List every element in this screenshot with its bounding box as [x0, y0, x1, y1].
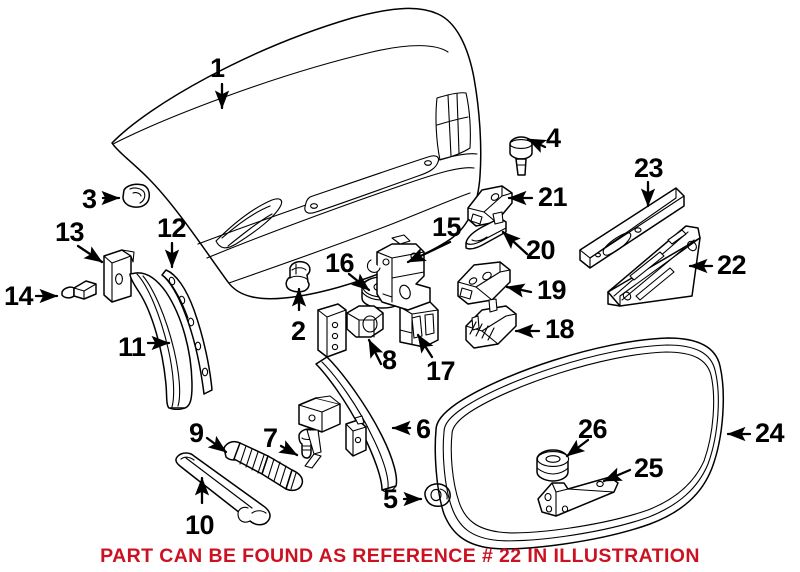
part-torsion-spring [223, 440, 304, 492]
leader-lines [34, 82, 752, 507]
callout-3: 3 [82, 184, 97, 214]
part-license-plate-trim-strip [579, 187, 685, 269]
reference-note: PART CAN BE FOUND AS REFERENCE # 22 IN I… [100, 545, 700, 567]
part-nut [346, 305, 384, 338]
callout-22: 22 [717, 250, 747, 280]
callout-12: 12 [157, 213, 187, 243]
part-grommet-5 [424, 483, 451, 507]
part-striker-mounting-bracket [537, 476, 619, 517]
part-stop-bracket [103, 249, 135, 303]
callout-23: 23 [634, 153, 664, 183]
part-release-handle-lever [465, 211, 507, 250]
callout-1: 1 [210, 53, 225, 83]
callout-14: 14 [4, 281, 34, 311]
callout-18: 18 [545, 314, 575, 344]
callout-19: 19 [537, 275, 567, 305]
callout-25: 25 [634, 453, 664, 483]
part-torsion-bar-rod [175, 452, 271, 526]
callout-9: 9 [189, 418, 204, 448]
part-weatherstrip-seal [434, 337, 725, 550]
part-grommet-plug [285, 260, 311, 293]
callout-20: 20 [526, 235, 556, 265]
callout-15: 15 [432, 212, 462, 242]
part-lamp-housing-module [457, 261, 511, 305]
callout-8: 8 [382, 345, 397, 375]
callout-7: 7 [263, 423, 278, 453]
part-latch-striker-bracket [399, 301, 439, 348]
callout-21: 21 [538, 182, 568, 212]
callout-16: 16 [325, 248, 355, 278]
part-release-actuator-module [465, 298, 517, 349]
part-rubber-buffer [61, 280, 97, 300]
callout-17: 17 [426, 356, 456, 386]
part-bumper-stop [509, 136, 533, 176]
part-trunk-lid-panel [111, 7, 482, 300]
callout-10: 10 [185, 510, 215, 540]
callout-5: 5 [383, 484, 398, 514]
part-rubber-stop-bumper [536, 449, 570, 482]
callout-26: 26 [578, 414, 608, 444]
part-license-plate-bracket [607, 225, 701, 307]
callout-24: 24 [755, 418, 785, 448]
callout-11: 11 [118, 332, 146, 362]
callout-6: 6 [416, 414, 431, 444]
callout-13: 13 [55, 217, 85, 247]
part-hinge-seal-strip [161, 269, 213, 395]
part-hinge-arm [298, 303, 398, 493]
part-cap-plug [122, 183, 150, 208]
callout-2: 2 [291, 316, 306, 346]
callout-4: 4 [546, 123, 561, 153]
